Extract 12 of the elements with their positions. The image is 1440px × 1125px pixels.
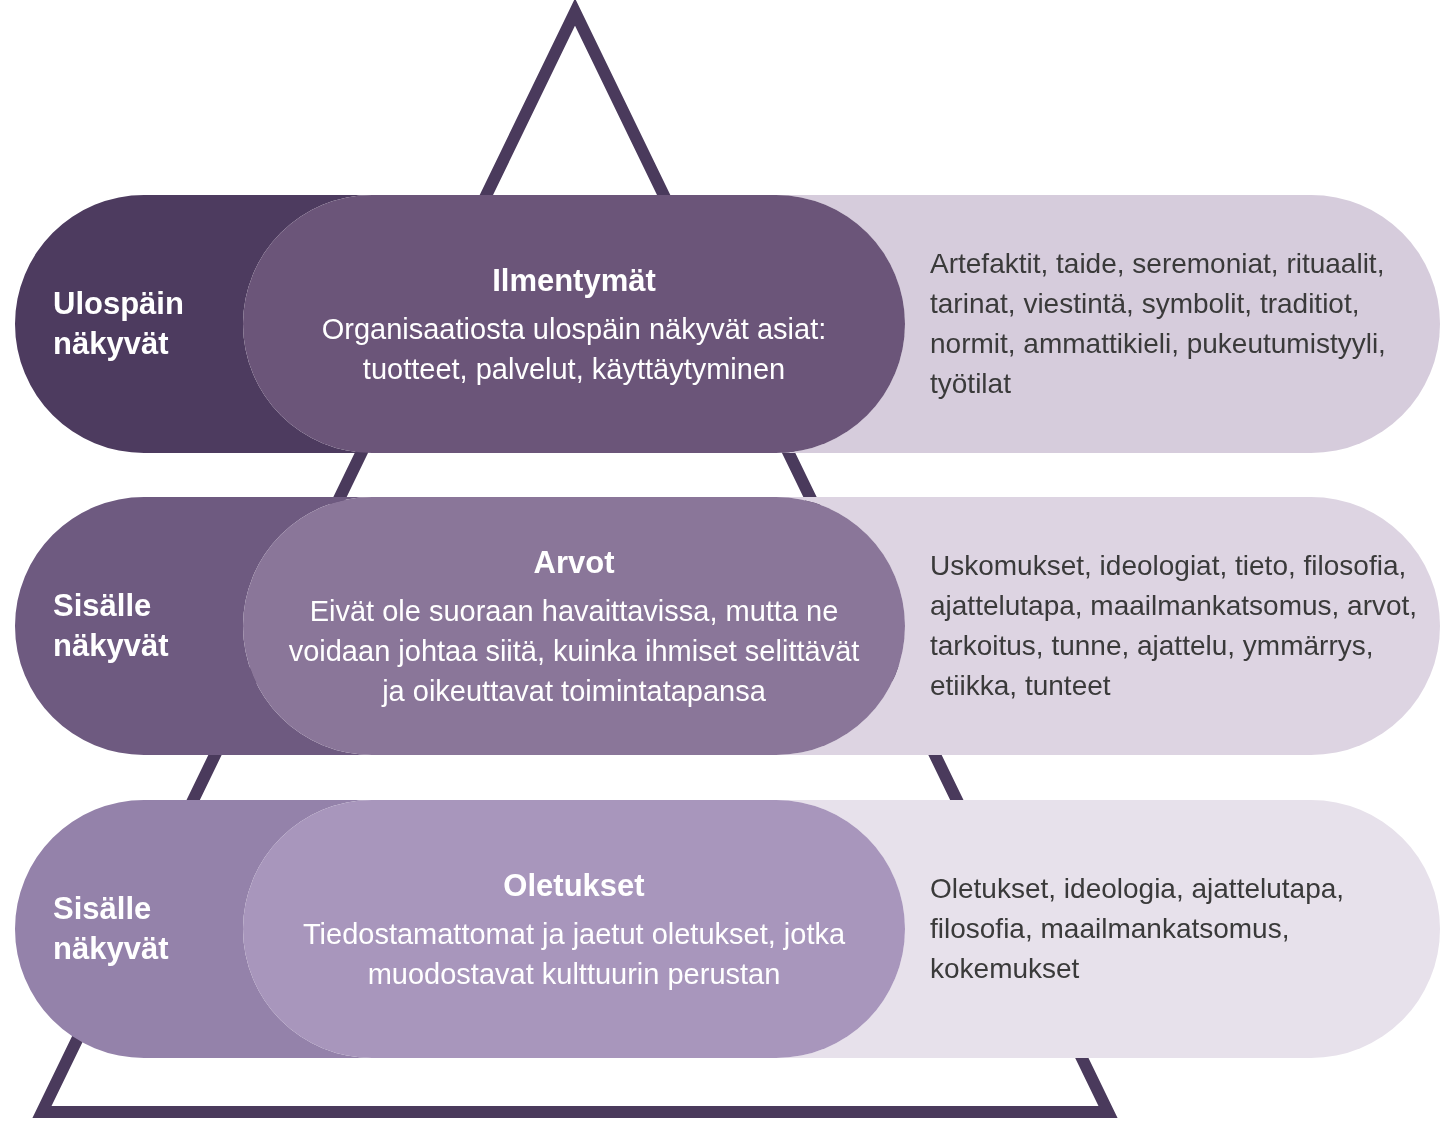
level-label: Sisälle näkyvät	[53, 587, 170, 665]
level-heading: Arvot	[533, 544, 615, 582]
level-description: Organisaatiosta ulospäin näkyvät asiat: tuotteet, palvelut, käyttäytyminen	[320, 312, 828, 387]
examples-text: Uskomukset, ideologiat, tieto, filosofia, ajattelutapa, maailmankatsomus, arvot, tarkoitus, tunne, ajattelu, ymmärrys, etiikka, tunteet	[930, 549, 1419, 703]
level-heading: Oletukset	[503, 867, 645, 905]
examples-text: Oletukset, ideologia, ajattelutapa, filosofia, maailmankatsomus, kokemukset	[930, 872, 1346, 986]
level-description: Eivät ole suoraan havaittavissa, mutta ne voidaan johtaa siitä, kuinka ihmiset selittävät ja oikeuttavat toimintatapansa	[287, 594, 861, 709]
level-description: Tiedostamattomat ja jaetut oletukset, jotka muodostavat kulttuurin perustan	[301, 917, 847, 992]
level-label: Sisälle näkyvät	[53, 890, 170, 968]
examples-text: Artefaktit, taide, seremoniat, rituaalit, tarinat, viestintä, symbolit, traditiot, normit, ammattikieli, pukeutumistyyli, työtilat	[930, 247, 1387, 401]
level-heading: Ilmentymät	[492, 262, 656, 300]
level-label: Ulospäin näkyvät	[53, 285, 185, 363]
